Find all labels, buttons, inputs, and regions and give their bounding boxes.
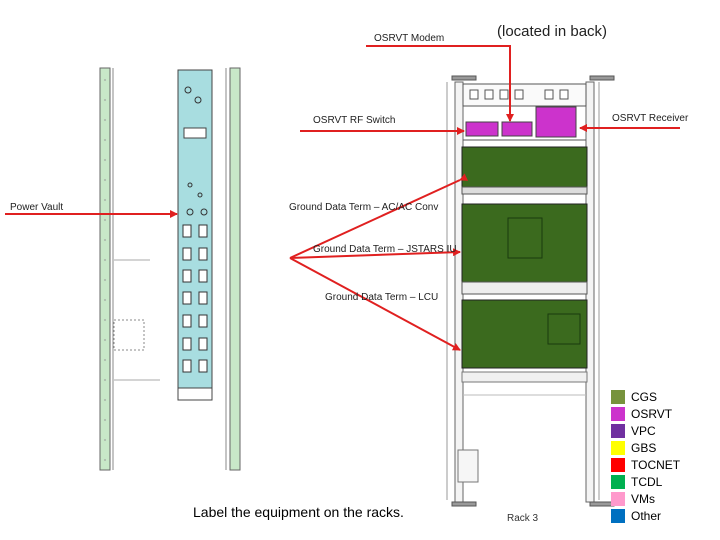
rack-3 bbox=[446, 75, 615, 507]
legend-swatch bbox=[611, 440, 625, 455]
callout-arrows bbox=[5, 45, 680, 351]
legend-swatch bbox=[611, 457, 625, 472]
gdt-jstars-unit bbox=[461, 203, 588, 283]
osrvt-modem-unit bbox=[501, 121, 533, 137]
legend-label: VMs bbox=[631, 491, 655, 506]
legend-swatch bbox=[611, 474, 625, 489]
legend-swatch bbox=[611, 508, 625, 523]
legend-swatch bbox=[611, 389, 625, 404]
rack-label: Rack 3 bbox=[507, 513, 539, 524]
legend-label: TOCNET bbox=[631, 457, 681, 472]
legend-label: VPC bbox=[631, 423, 656, 438]
legend-label: GBS bbox=[631, 440, 657, 455]
osrvt-rf-switch-unit bbox=[465, 121, 499, 137]
label-gdt-jstars: Ground Data Term – JSTARS IU bbox=[313, 244, 457, 255]
legend-item: VPC bbox=[611, 423, 656, 438]
osrvt-receiver-unit bbox=[535, 106, 577, 138]
legend-swatch bbox=[611, 423, 625, 438]
gdt-acac-unit bbox=[461, 146, 588, 188]
label-osrvt-modem: OSRVT Modem bbox=[374, 33, 445, 44]
legend-item: VMs bbox=[611, 491, 655, 506]
legend-label: CGS bbox=[631, 389, 658, 404]
left-rack bbox=[99, 67, 241, 471]
label-osrvt-rf-switch: OSRVT RF Switch bbox=[313, 115, 396, 126]
legend-item: TOCNET bbox=[611, 457, 680, 472]
legend-item: OSRVT bbox=[611, 406, 672, 421]
legend-label: OSRVT bbox=[631, 406, 673, 421]
legend-label: TCDL bbox=[631, 474, 663, 489]
legend-item: CGS bbox=[611, 389, 657, 404]
label-power-vault: Power Vault bbox=[10, 202, 64, 213]
label-gdt-lcu: Ground Data Term – LCU bbox=[325, 292, 439, 303]
label-gdt-acac: Ground Data Term – AC/AC Conv bbox=[289, 202, 439, 213]
label-located-in-back: (located in back) bbox=[497, 23, 608, 40]
label-osrvt-receiver: OSRVT Receiver bbox=[612, 113, 689, 124]
legend-swatch bbox=[611, 406, 625, 421]
gdt-lcu-unit bbox=[461, 299, 588, 369]
legend-item: GBS bbox=[611, 440, 656, 455]
legend-item: TCDL bbox=[611, 474, 662, 489]
legend-item: Other bbox=[611, 508, 661, 523]
instruction-text: Label the equipment on the racks. bbox=[193, 504, 404, 520]
legend-label: Other bbox=[631, 508, 662, 523]
legend-swatch bbox=[611, 491, 625, 506]
